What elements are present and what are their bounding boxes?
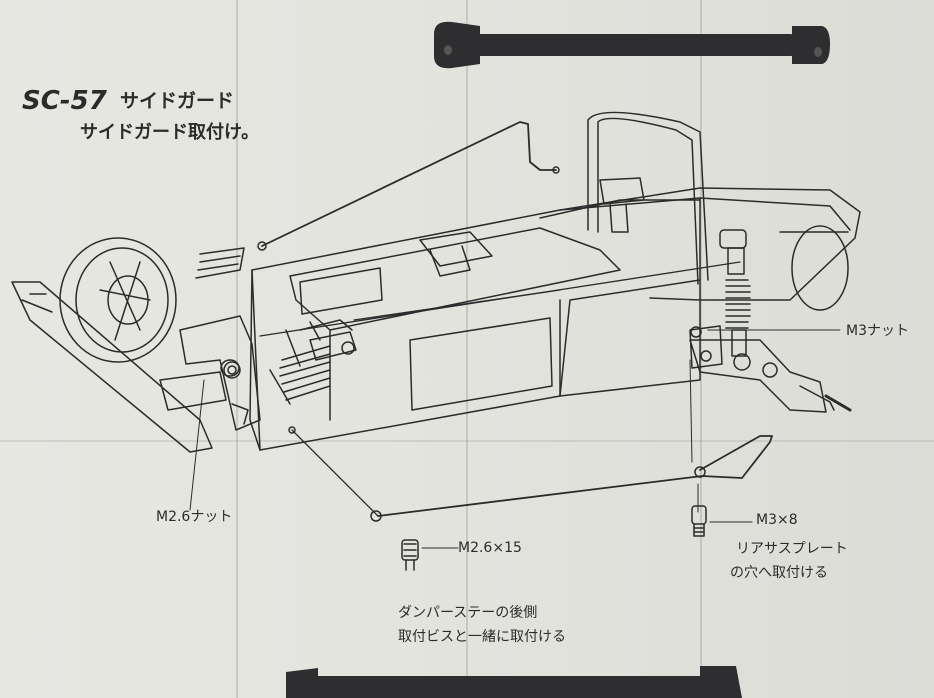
rear-suspension-arm — [689, 339, 827, 413]
chassis-body — [249, 197, 701, 451]
paper-fold-line — [236, 0, 238, 698]
m2-6x15-screw-icon — [401, 539, 419, 571]
front-wheel-icon — [59, 237, 177, 363]
rear-shock-icon — [719, 229, 751, 371]
note-rear-line1: リアサスプレート — [736, 541, 848, 557]
step-subtitle: サイドガード取付け。 — [80, 122, 260, 143]
roll-bar — [587, 111, 709, 285]
paper-fold-line — [466, 0, 468, 698]
note-rear-line2: の穴へ取付ける — [730, 565, 828, 581]
paper-fold-line — [700, 0, 702, 698]
rear-gearbox — [559, 187, 861, 301]
callout-m2-6x15: M2.6×15 — [458, 540, 522, 556]
note-damper-line2: 取付ビスと一緒に取付ける — [398, 629, 566, 645]
note-damper-line1: ダンパーステーの後側 — [398, 605, 538, 621]
driveshaft-part-top-icon — [434, 21, 830, 69]
m3x8-screw-icon — [691, 505, 707, 537]
driveshaft-part-bottom-icon — [286, 666, 742, 698]
callout-m2-6-nut: M2.6ナット — [156, 509, 233, 525]
m2-6-nut-icon — [220, 359, 240, 377]
callout-m3-nut: M3ナット — [846, 323, 909, 339]
step-code: SC-57 — [22, 86, 107, 116]
side-guard-wire-upper — [257, 121, 560, 251]
side-guard-wire-lower — [288, 426, 773, 522]
step-title: サイドガード — [120, 90, 235, 112]
front-shock-icon — [269, 329, 357, 405]
callout-m3x8: M3×8 — [756, 512, 798, 528]
front-bumper — [11, 281, 213, 453]
paper-fold-line — [0, 440, 934, 442]
